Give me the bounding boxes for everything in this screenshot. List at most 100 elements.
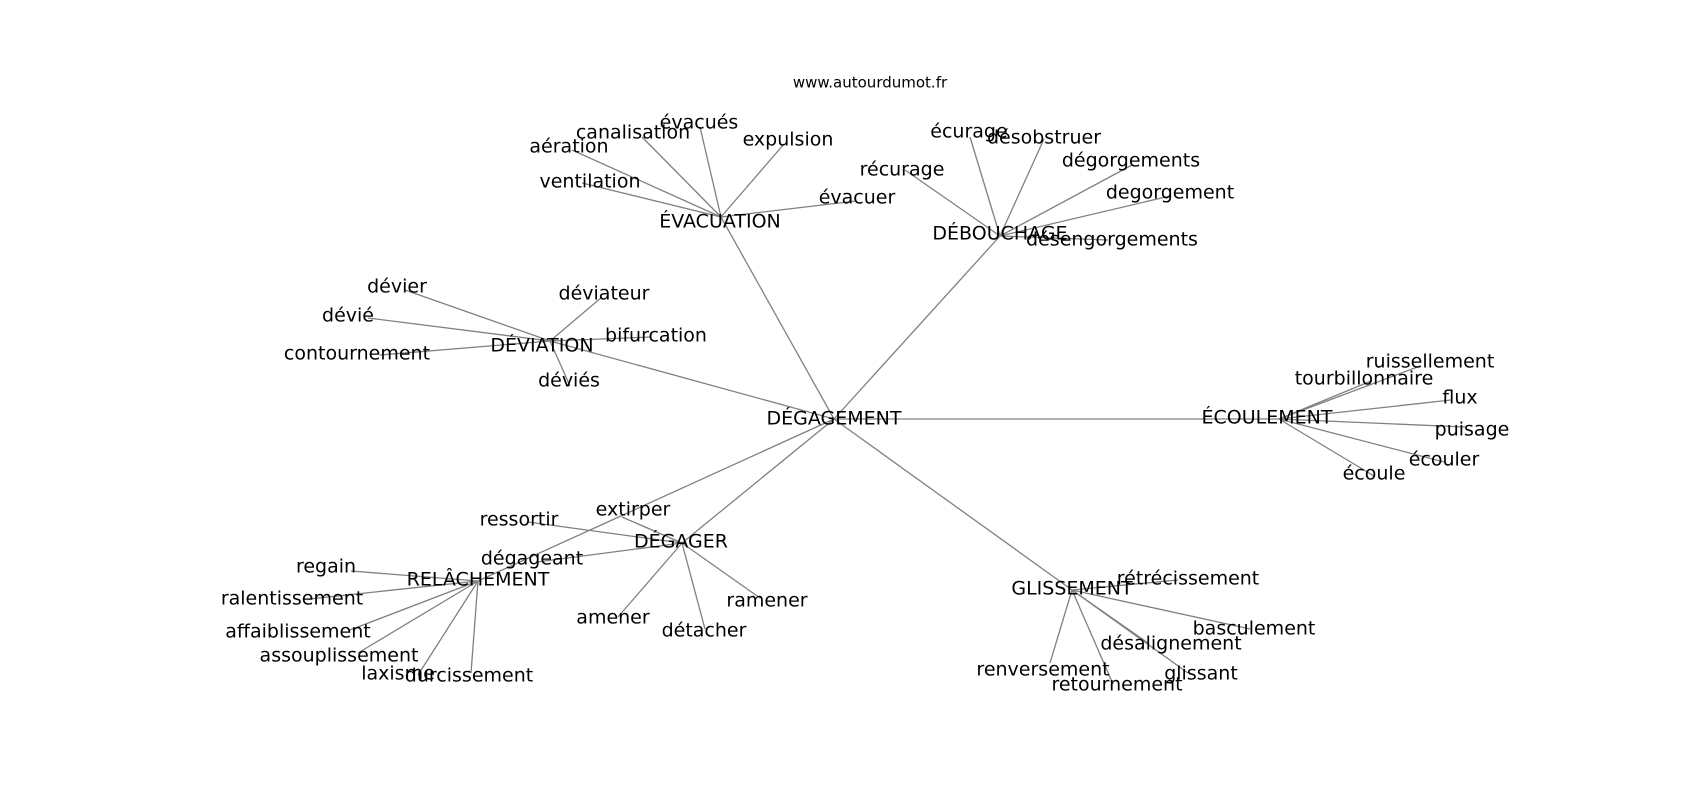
edge-hub-to-word	[1071, 589, 1251, 630]
edge-hub-to-word	[681, 542, 761, 599]
word-node-label: canalisation	[576, 122, 690, 144]
edge-hub-to-word	[527, 521, 683, 544]
word-node-label: ruissellement	[1366, 351, 1495, 373]
edge-hub-to-word	[1278, 399, 1452, 420]
word-node-label: renversement	[976, 659, 1109, 681]
edge-hub-to-word	[904, 169, 1001, 237]
word-node-label: dévié	[322, 305, 374, 327]
edge-hub-to-word	[1049, 589, 1073, 664]
word-node-label: durcissement	[405, 665, 533, 687]
word-node-label: expulsion	[743, 129, 834, 151]
word-node-label: désobstruer	[987, 127, 1101, 149]
edge-center-to-hub	[681, 418, 835, 544]
edge-hub-to-word	[571, 149, 722, 218]
edge-hub-to-word	[720, 200, 857, 218]
edge-hub-to-word	[999, 235, 1109, 241]
edge-hub-to-word	[999, 195, 1171, 237]
word-node-label: tourbillonnaire	[1295, 368, 1434, 390]
word-node-label: désalignement	[1100, 633, 1241, 655]
word-node-label: évacués	[660, 112, 739, 134]
edge-hub-to-word	[1278, 418, 1466, 428]
hub-node-label: GLISSEMENT	[1011, 578, 1133, 600]
edge-center-to-hub	[833, 235, 1001, 420]
edge-hub-to-word	[699, 126, 722, 218]
edge-center-to-hub	[477, 418, 835, 582]
edge-hub-to-word	[549, 340, 571, 387]
edge-hub-to-word	[357, 580, 479, 654]
word-node-label: détacher	[662, 620, 747, 642]
edge-hub-to-word	[349, 580, 479, 631]
edges-layer	[308, 126, 1466, 685]
edge-hub-to-word	[549, 296, 603, 342]
edge-hub-to-word	[1278, 380, 1372, 420]
word-node-label: ramener	[726, 590, 807, 612]
edge-hub-to-word	[641, 136, 722, 218]
edge-hub-to-word	[969, 136, 1001, 237]
word-node-label: retournement	[1051, 674, 1182, 696]
word-node-label: regain	[296, 556, 356, 578]
edge-hub-to-word	[404, 289, 551, 342]
word-node-label: aération	[529, 136, 608, 158]
word-node-label: affaiblissement	[225, 621, 370, 643]
edge-hub-to-word	[308, 580, 479, 600]
word-node-label: déviateur	[559, 283, 650, 305]
labels-layer: DÉGAGEMENTÉVACUATIONévacuéscanalisationa…	[221, 112, 1510, 696]
edge-hub-to-word	[617, 542, 683, 618]
word-node-label: assouplissement	[260, 645, 419, 667]
word-node-label: déviés	[538, 370, 600, 392]
source-credit: www.autourdumot.fr	[793, 74, 948, 92]
word-node-label: basculement	[1193, 618, 1316, 640]
word-node-label: dégageant	[481, 548, 583, 570]
center-node-label: DÉGAGEMENT	[767, 407, 902, 430]
word-node-label: rétrécissement	[1117, 568, 1260, 590]
word-node-label: écurage	[930, 121, 1007, 143]
word-node-label: extirper	[596, 499, 671, 521]
edge-hub-to-word	[1071, 589, 1189, 674]
edge-hub-to-word	[1278, 418, 1445, 463]
word-node-label: contournement	[284, 343, 430, 365]
hub-node-label: RELÂCHEMENT	[407, 568, 550, 591]
edge-hub-to-word	[536, 542, 683, 563]
hub-node-label: DÉBOUCHAGE	[932, 222, 1067, 245]
edge-hub-to-word	[379, 340, 551, 356]
word-node-label: écoule	[1343, 463, 1406, 485]
edge-hub-to-word	[350, 570, 479, 582]
edge-hub-to-word	[999, 164, 1133, 237]
word-node-label: amener	[576, 607, 650, 629]
hub-node-label: DÉVIATION	[490, 334, 593, 357]
edge-hub-to-word	[720, 143, 785, 218]
word-node-label: ventilation	[539, 171, 640, 193]
word-node-label: dégorgements	[1062, 150, 1200, 172]
word-node-label: évacuer	[819, 187, 896, 209]
word-node-label: désengorgements	[1026, 229, 1198, 251]
edge-hub-to-word	[581, 182, 722, 218]
edge-hub-to-word	[1071, 579, 1179, 591]
edge-hub-to-word	[549, 336, 652, 342]
edge-hub-to-word	[621, 516, 683, 544]
word-node-label: bifurcation	[605, 325, 707, 347]
edge-hub-to-word	[1278, 365, 1421, 420]
edge-hub-to-word	[1071, 589, 1114, 685]
word-node-label: flux	[1442, 387, 1477, 409]
hub-node-label: ÉVACUATION	[659, 210, 781, 233]
edge-center-to-hub	[720, 216, 835, 420]
word-node-label: degorgement	[1106, 182, 1234, 204]
edge-hub-to-word	[999, 138, 1045, 237]
edge-center-to-hub	[833, 418, 1073, 591]
edge-hub-to-word	[417, 580, 479, 676]
word-node-label: ralentissement	[221, 588, 363, 610]
word-node-label: écouler	[1409, 449, 1480, 471]
word-node-label: laxisme	[361, 663, 435, 685]
word-node-label: ressortir	[480, 509, 559, 531]
edge-hub-to-word	[367, 317, 551, 342]
word-node-label: dévier	[367, 276, 427, 298]
edge-center-to-hub	[549, 340, 835, 420]
edge-hub-to-word	[1278, 418, 1375, 477]
word-node-label: récurage	[860, 159, 945, 181]
word-node-label: glissant	[1164, 663, 1238, 685]
word-node-label: puisage	[1435, 419, 1510, 441]
edge-hub-to-word	[470, 580, 479, 674]
edge-hub-to-word	[681, 542, 706, 630]
